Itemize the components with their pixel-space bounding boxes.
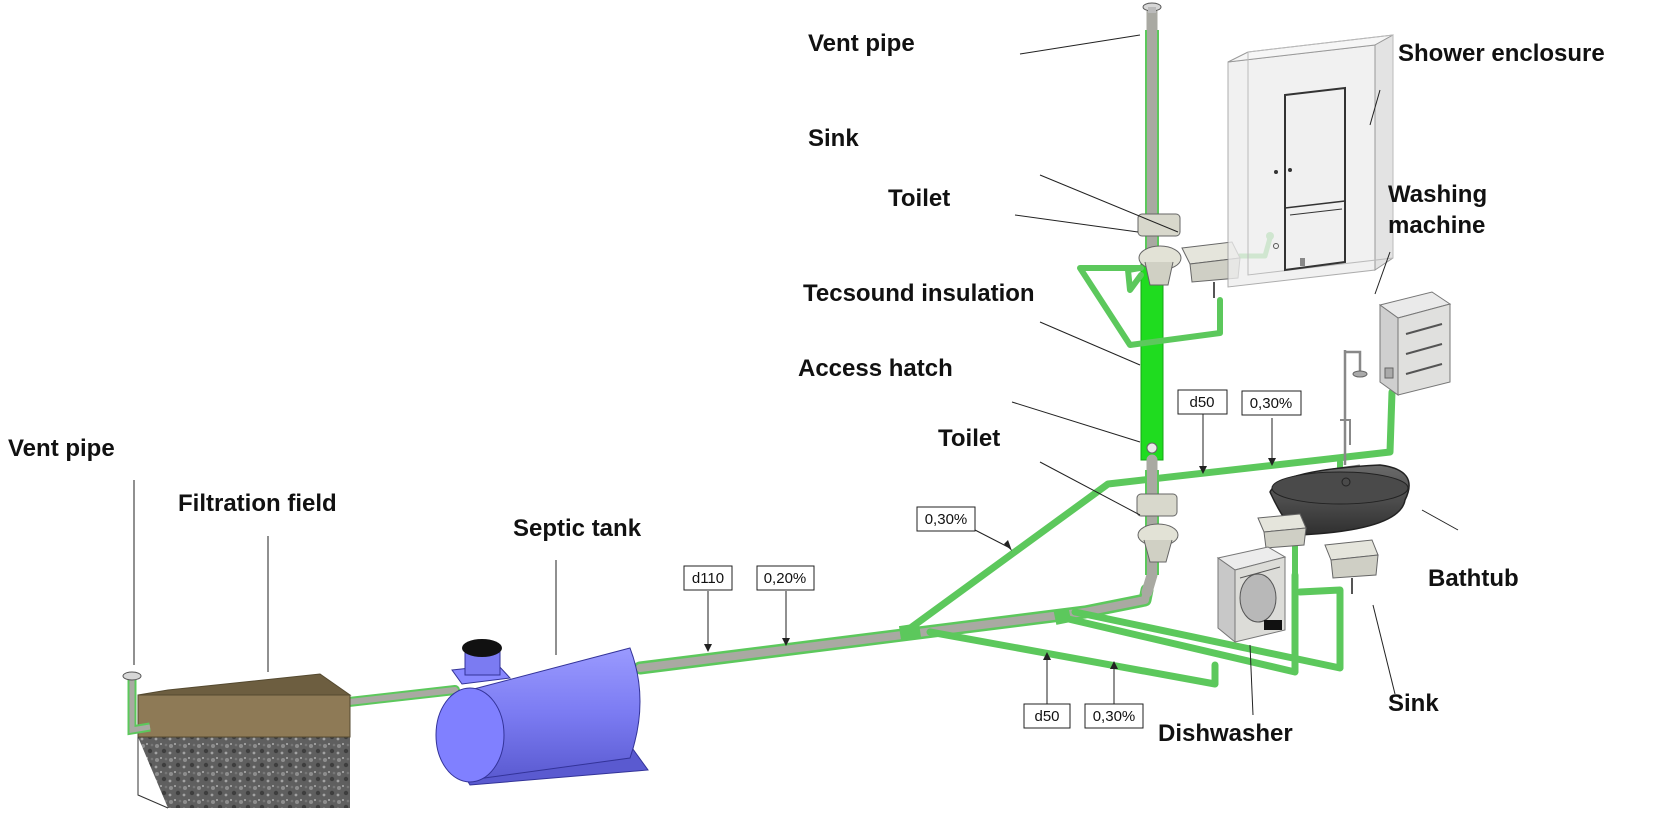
bathtub <box>1269 350 1410 536</box>
tag-diagonal-slope-text: 0,30% <box>925 511 968 528</box>
shower-enclosure <box>1227 34 1394 288</box>
label-washing-machine-line1: Washing <box>1388 181 1487 208</box>
vertical-riser <box>1140 2 1164 598</box>
tag-diagonal-slope: 0,30% <box>916 506 976 532</box>
label-shower-enclosure: Shower enclosure <box>1398 40 1605 67</box>
field-vent-pipe <box>122 671 151 736</box>
callout-labels: Vent pipe Sink Toilet Tecsound insulatio… <box>8 30 1605 747</box>
label-bathtub: Bathtub <box>1428 565 1519 592</box>
label-filtration-field: Filtration field <box>178 490 337 517</box>
septic-tank <box>435 639 649 786</box>
label-tecsound-insulation: Tecsound insulation <box>803 280 1035 307</box>
toilet-lower <box>1136 493 1179 563</box>
tag-main-diameter-text: d110 <box>692 570 724 587</box>
label-sink-upper: Sink <box>808 125 859 152</box>
washing-machine <box>1378 291 1452 396</box>
tag-lower-diameter-text: d50 <box>1034 708 1059 725</box>
tag-main-diameter: d110 <box>683 565 733 591</box>
label-dishwasher: Dishwasher <box>1158 720 1293 747</box>
tag-upper-diameter: d50 <box>1177 389 1228 415</box>
label-toilet-lower: Toilet <box>938 425 1000 452</box>
label-access-hatch: Access hatch <box>798 355 953 382</box>
filtration-field <box>137 673 352 809</box>
tag-upper-diameter-text: d50 <box>1189 394 1214 411</box>
dimension-tags: d110 0,20% d50 0,30% 0,30% d50 0,30% <box>683 389 1302 729</box>
leader-lines <box>133 34 1459 716</box>
tag-lower-slope: 0,30% <box>1084 703 1144 729</box>
label-sink-lower: Sink <box>1388 690 1439 717</box>
label-septic-tank: Septic tank <box>513 515 642 542</box>
dishwasher <box>1216 546 1287 644</box>
pipe-network <box>335 2 1396 708</box>
tag-arrows <box>704 414 1276 705</box>
tag-upper-slope-text: 0,30% <box>1250 395 1293 412</box>
sink-bath-left <box>1257 513 1307 549</box>
label-vent-pipe-top: Vent pipe <box>808 30 915 57</box>
label-toilet-upper: Toilet <box>888 185 950 212</box>
label-vent-pipe-left: Vent pipe <box>8 435 115 462</box>
tag-upper-slope: 0,30% <box>1241 390 1302 416</box>
sink-lower <box>1324 539 1379 594</box>
tag-lower-slope-text: 0,30% <box>1093 708 1136 725</box>
tag-main-slope: 0,20% <box>756 565 815 591</box>
tag-main-slope-text: 0,20% <box>764 570 807 587</box>
tag-lower-diameter: d50 <box>1023 703 1071 729</box>
label-washing-machine-line2: machine <box>1388 212 1485 239</box>
